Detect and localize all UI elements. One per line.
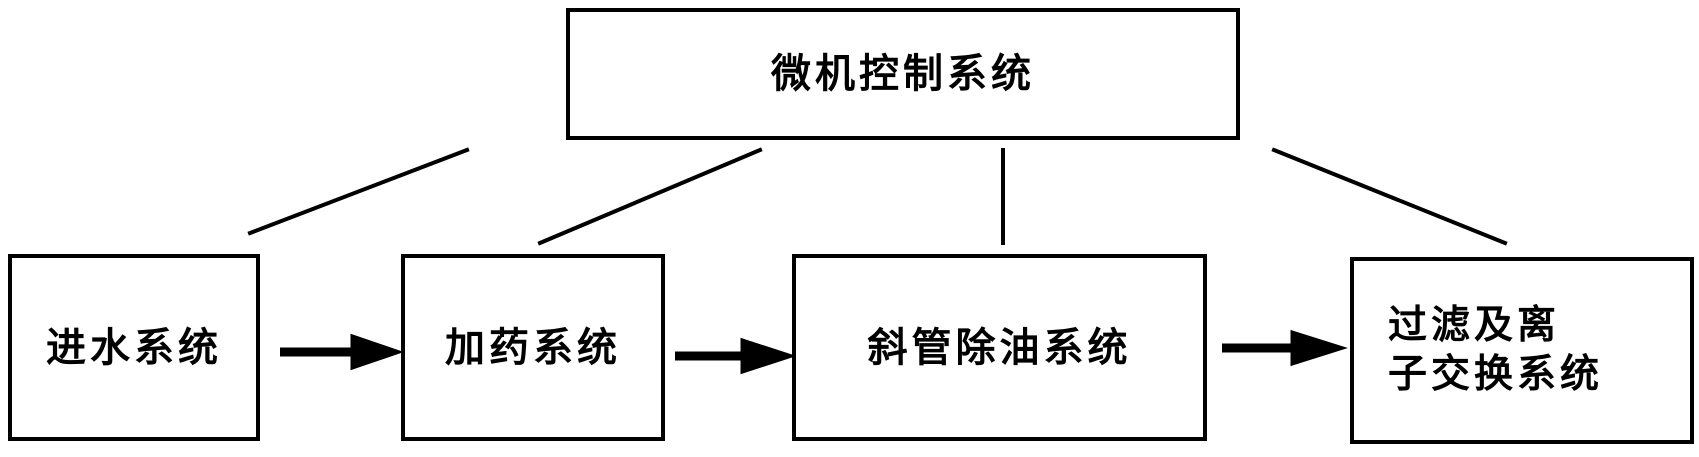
flow-arrow-3-head bbox=[1290, 329, 1348, 367]
microcomputer-control-system-box: 微机控制系统 bbox=[566, 8, 1240, 140]
water-inlet-system-box: 进水系统 bbox=[8, 254, 260, 441]
filtration-ion-exchange-system-label-line-1: 过滤及离 bbox=[1388, 302, 1561, 348]
control-line-inlet bbox=[247, 147, 470, 236]
water-inlet-system-label: 进水系统 bbox=[46, 324, 222, 371]
inclined-tube-oil-removal-system-label: 斜管除油系统 bbox=[867, 324, 1132, 371]
dosing-system-box: 加药系统 bbox=[401, 254, 665, 441]
flow-arrow-2-head bbox=[740, 337, 797, 375]
inclined-tube-oil-removal-system-box: 斜管除油系统 bbox=[792, 254, 1207, 441]
control-line-dosing bbox=[537, 147, 763, 246]
dosing-system-label: 加药系统 bbox=[445, 324, 621, 371]
microcomputer-control-system-label: 微机控制系统 bbox=[771, 51, 1035, 97]
filtration-ion-exchange-system-box: 过滤及离 子交换系统 bbox=[1350, 257, 1694, 444]
filtration-ion-exchange-system-label-line-2: 子交换系统 bbox=[1388, 351, 1604, 397]
control-line-filter bbox=[1271, 147, 1508, 246]
flow-arrow-1-head bbox=[350, 333, 404, 371]
